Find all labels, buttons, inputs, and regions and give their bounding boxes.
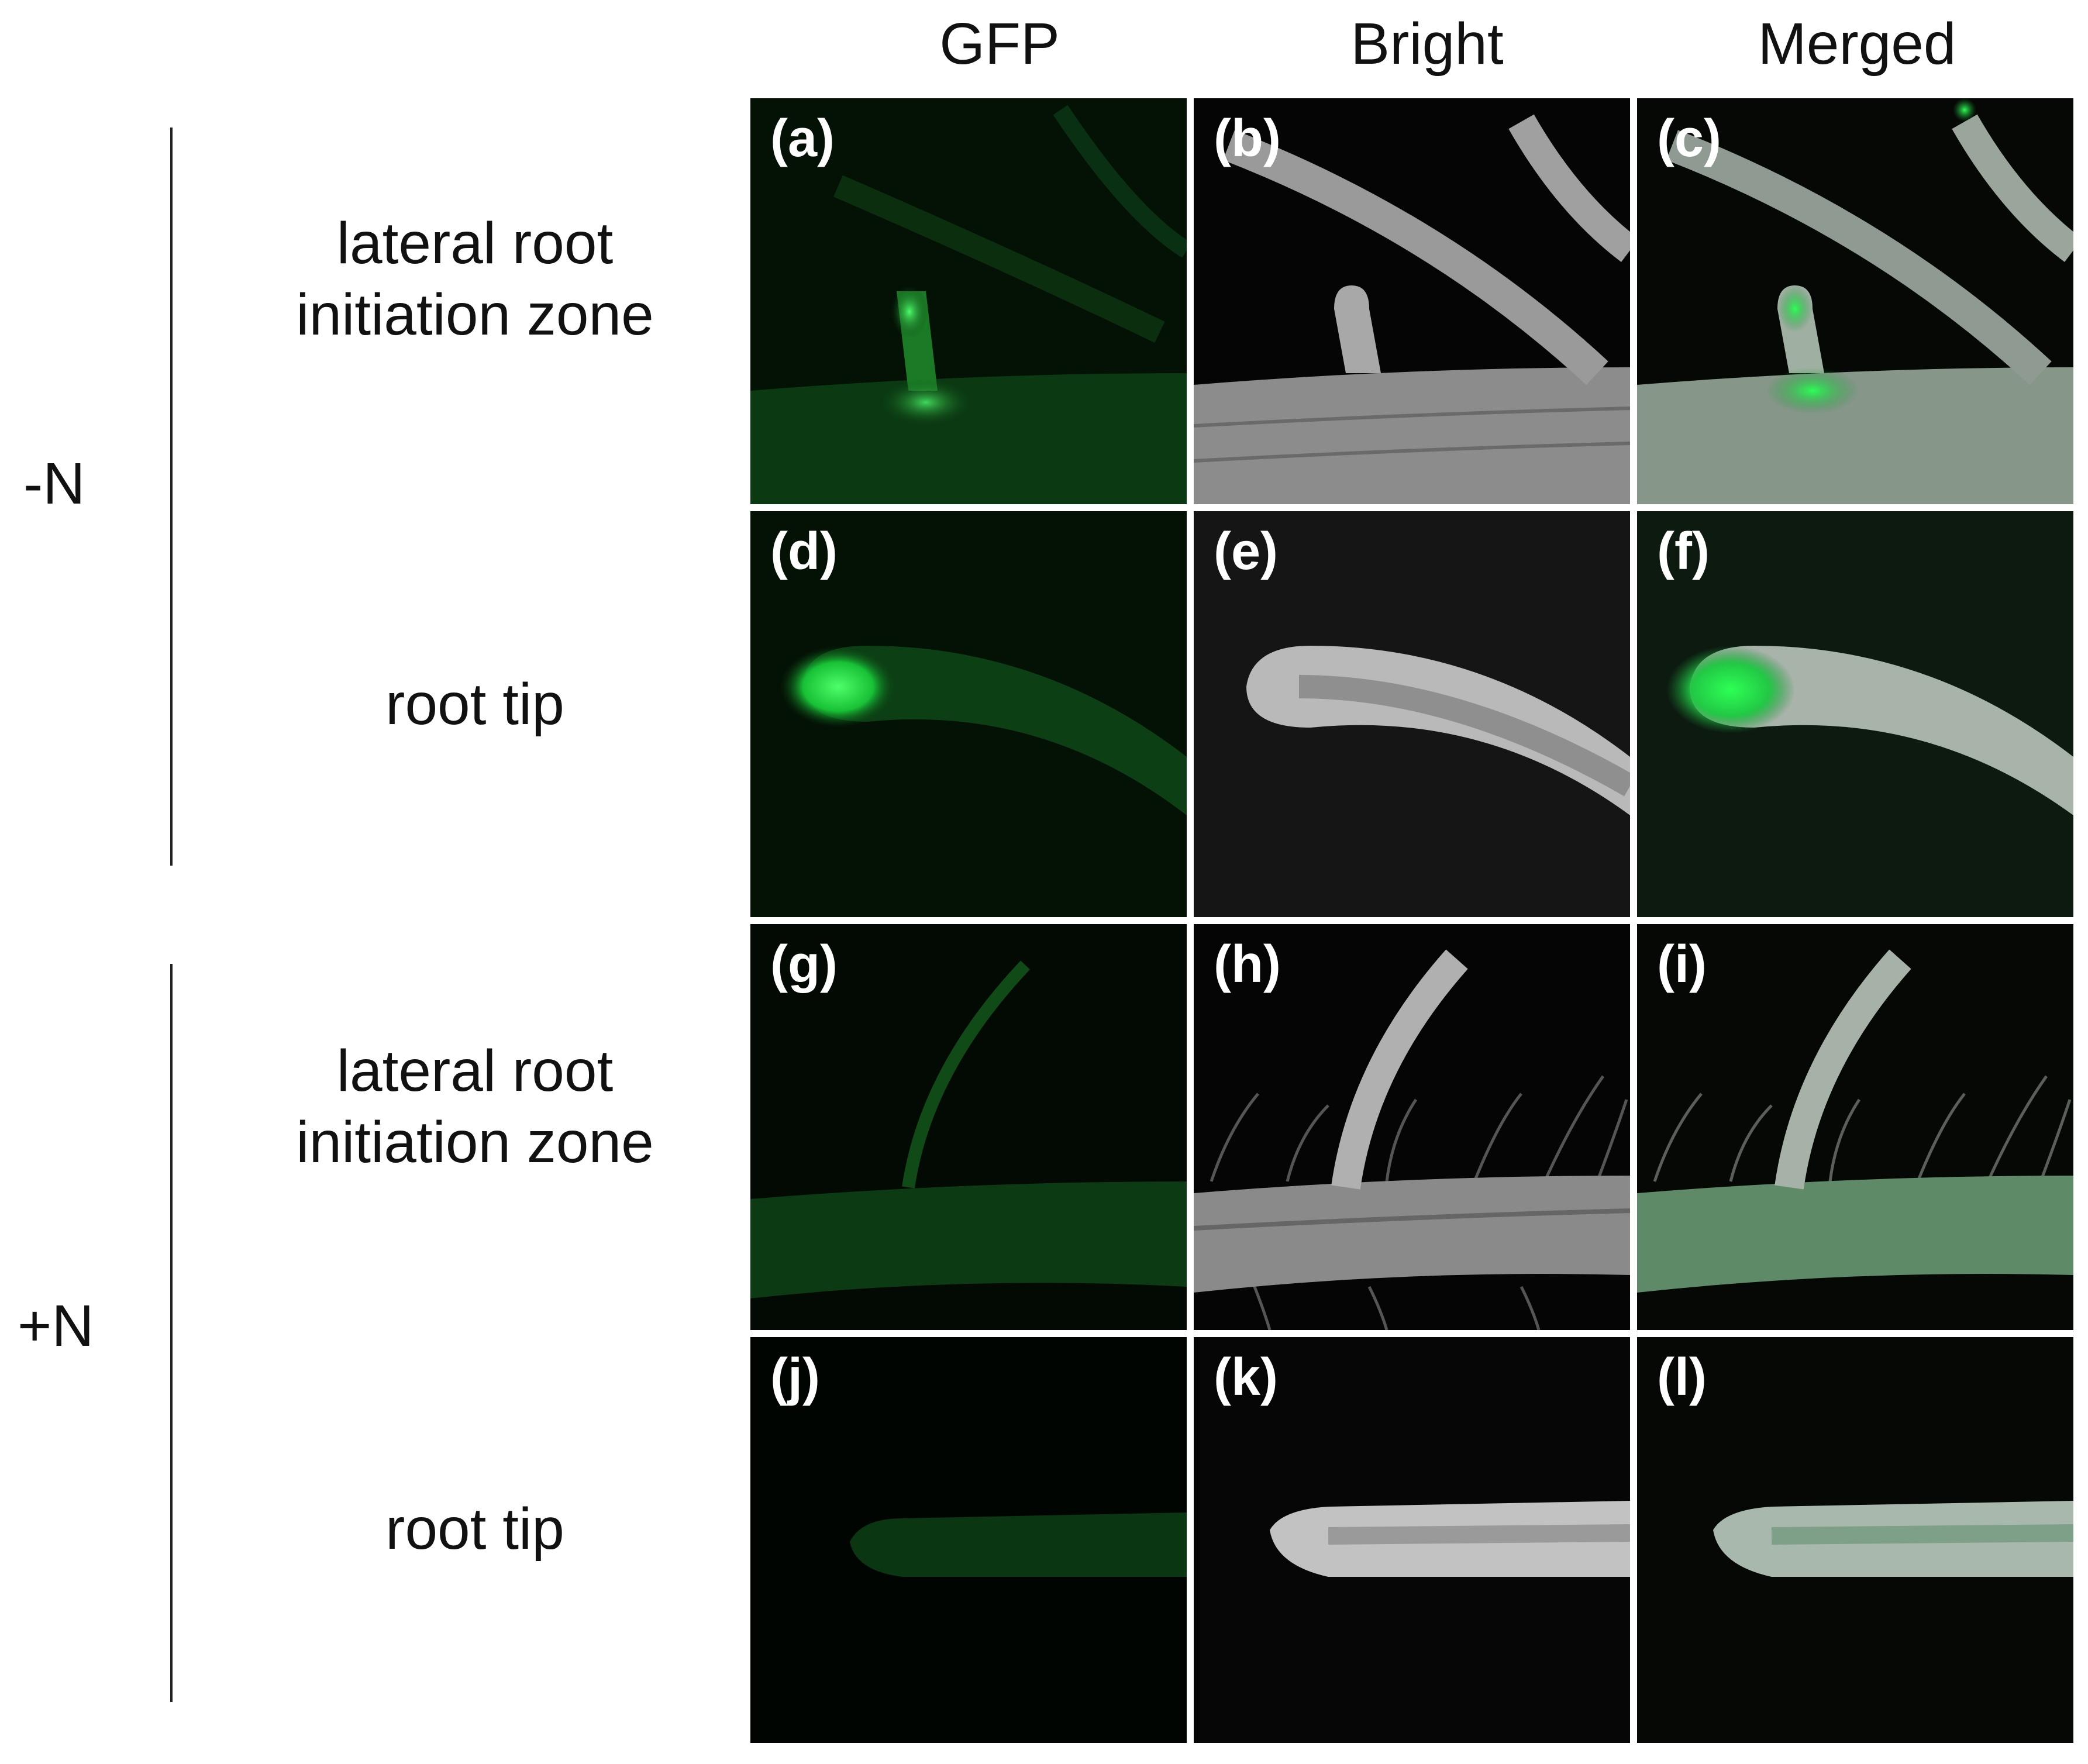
column-header-bright: Bright — [1350, 11, 1504, 77]
panel-i-merged-lateral-plus-n: (i) — [1637, 924, 2073, 1330]
panel-label: (l) — [1657, 1348, 1707, 1407]
panel-label: (b) — [1214, 109, 1281, 168]
panel-h-bright-lateral-plus-n: (h) — [1194, 924, 1630, 1330]
column-header-merged: Merged — [1758, 11, 1956, 77]
row-label-lateral-root-plus-n: lateral root initiation zone — [296, 1038, 654, 1175]
condition-label-minus-n: -N — [23, 451, 85, 516]
column-header-gfp: GFP — [939, 11, 1060, 77]
panel-c-merged-lateral-minus-n: (c) — [1637, 98, 2073, 504]
panel-b-bright-lateral-minus-n: (b) — [1194, 98, 1630, 504]
panel-k-bright-tip-plus-n: (k) — [1194, 1337, 1630, 1743]
panel-label: (e) — [1214, 522, 1278, 581]
row-label-lateral-root-minus-n: lateral root initiation zone — [296, 211, 654, 347]
micrograph-image — [1194, 1337, 1630, 1743]
panel-label: (h) — [1214, 935, 1281, 994]
condition-bracket-minus-n — [170, 128, 173, 866]
panel-label: (a) — [770, 109, 835, 168]
micrograph-image — [750, 1337, 1187, 1743]
panel-e-bright-tip-minus-n: (e) — [1194, 511, 1630, 917]
panel-l-merged-tip-plus-n: (l) — [1637, 1337, 2073, 1743]
panel-j-gfp-tip-plus-n: (j) — [750, 1337, 1187, 1743]
panel-a-gfp-lateral-minus-n: (a) — [750, 98, 1187, 504]
micrograph-image — [1637, 98, 2073, 504]
panel-label: (j) — [770, 1348, 820, 1407]
micrograph-image — [1194, 98, 1630, 504]
micrograph-image — [1637, 511, 2073, 917]
micrograph-image — [750, 98, 1187, 504]
micrograph-image — [750, 511, 1187, 917]
row-label-root-tip-minus-n: root tip — [385, 671, 564, 737]
panel-label: (f) — [1657, 522, 1710, 581]
micrograph-image — [750, 924, 1187, 1330]
panel-label: (c) — [1657, 109, 1721, 168]
panel-label: (d) — [770, 522, 838, 581]
micrograph-image — [1637, 924, 2073, 1330]
micrograph-image — [1194, 511, 1630, 917]
panel-label: (k) — [1214, 1348, 1278, 1407]
panel-g-gfp-lateral-plus-n: (g) — [750, 924, 1187, 1330]
micrograph-image — [1637, 1337, 2073, 1743]
row-label-root-tip-plus-n: root tip — [385, 1496, 564, 1562]
condition-bracket-plus-n — [170, 964, 173, 1702]
panel-f-merged-tip-minus-n: (f) — [1637, 511, 2073, 917]
panel-d-gfp-tip-minus-n: (d) — [750, 511, 1187, 917]
condition-label-plus-n: +N — [18, 1293, 94, 1359]
micrograph-grid: (a) (b) (c) — [750, 98, 2073, 1745]
panel-label: (g) — [770, 935, 838, 994]
panel-label: (i) — [1657, 935, 1707, 994]
micrograph-image — [1194, 924, 1630, 1330]
